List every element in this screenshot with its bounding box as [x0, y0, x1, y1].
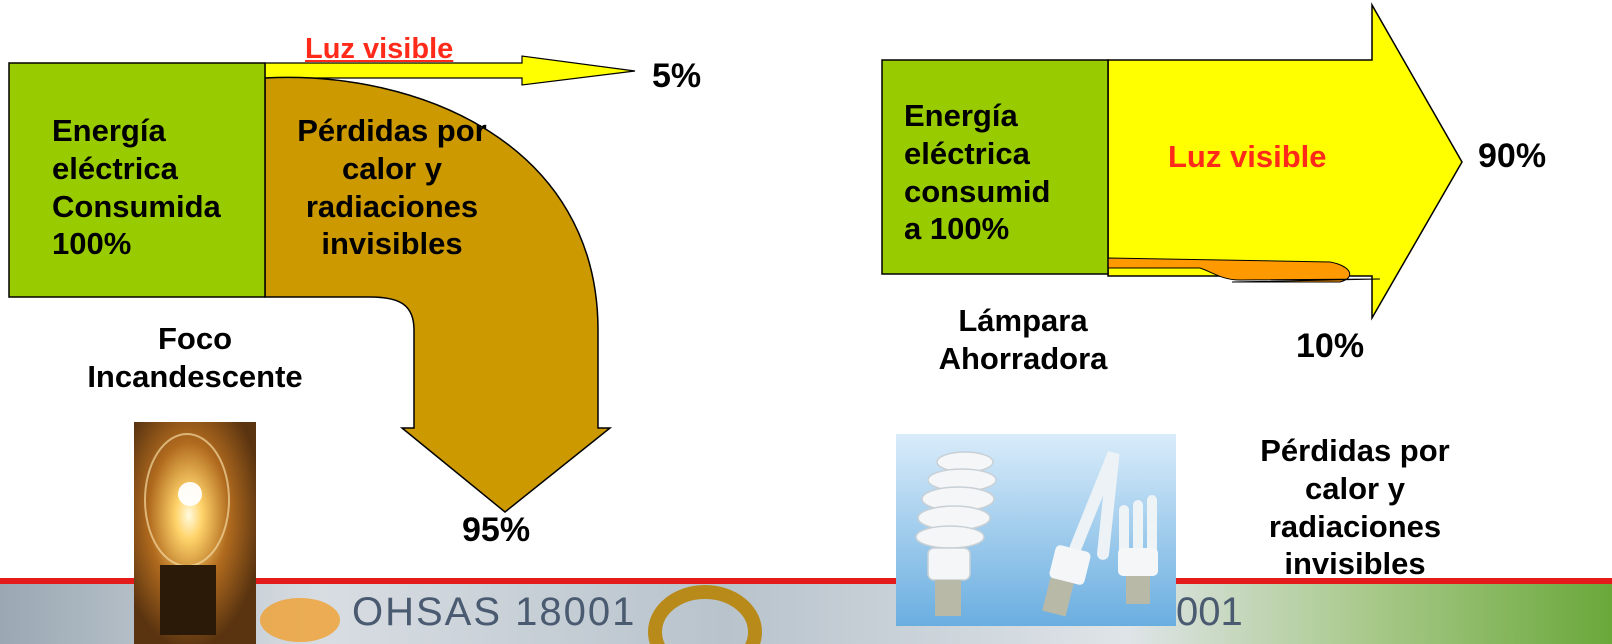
banner-ohsas-text: OHSAS 18001	[352, 590, 637, 634]
banner-orange-shape	[260, 598, 340, 642]
saver-light-arrow	[1107, 2, 1463, 321]
source-line: Consumida	[52, 188, 221, 224]
loss-line: radiaciones	[305, 188, 479, 224]
source-line: a 100%	[904, 211, 1010, 247]
saver-source-box	[881, 59, 1109, 275]
incandescent-loss-arrow	[264, 76, 613, 513]
caption-line: Foco	[157, 321, 233, 356]
footer-banner	[0, 578, 1612, 644]
saver-caption: Lámpara Ahorradora	[898, 302, 1148, 378]
banner-red-line	[0, 578, 1612, 584]
incandescent-visible-light-label: Luz visible	[305, 33, 454, 65]
saver-loss-label: Pérdidas por calor y radiaciones invisib…	[1230, 432, 1480, 583]
banner-padlock-shape	[648, 585, 762, 644]
source-line: Energía	[52, 113, 166, 148]
incandescent-loss-label: Pérdidas por calor y radiaciones invisib…	[272, 112, 512, 263]
caption-line: Lámpara	[958, 303, 1088, 338]
cfl-bulbs-photo	[896, 434, 1176, 626]
loss-line: radiaciones	[1268, 508, 1442, 544]
saver-source-label: Energía eléctrica consumid a 100%	[904, 97, 1050, 248]
incandescent-visible-light-percent: 5%	[652, 57, 702, 95]
banner-ohsas-text-right: 001	[1176, 590, 1243, 634]
incandescent-source-box	[8, 62, 266, 298]
source-line: eléctrica	[904, 135, 1030, 171]
caption-line: Incandescente	[87, 358, 303, 394]
incandescent-bulb-photo	[134, 422, 256, 644]
loss-line: Pérdidas por	[297, 113, 487, 148]
saver-loss-arrow	[1107, 257, 1381, 283]
loss-line: calor y	[1305, 470, 1405, 506]
loss-line: calor y	[342, 150, 442, 186]
source-line: eléctrica	[52, 150, 178, 186]
loss-line: invisibles	[1284, 546, 1426, 582]
incandescent-caption: Foco Incandescente	[70, 320, 320, 396]
source-line: consumid	[904, 173, 1051, 209]
caption-line: Ahorradora	[938, 340, 1108, 376]
source-line: 100%	[52, 226, 132, 262]
source-line: Energía	[904, 98, 1018, 133]
saver-diagram	[881, 2, 1463, 321]
saver-loss-percent: 10%	[1296, 327, 1365, 365]
incandescent-source-label: Energía eléctrica Consumida 100%	[52, 112, 221, 263]
loss-line: invisibles	[321, 226, 463, 262]
saver-visible-light-percent: 90%	[1478, 137, 1547, 175]
loss-line: Pérdidas por	[1260, 433, 1450, 468]
incandescent-diagram	[8, 55, 636, 513]
saver-visible-light-label: Luz visible	[1168, 139, 1327, 174]
incandescent-loss-percent: 95%	[462, 511, 531, 549]
